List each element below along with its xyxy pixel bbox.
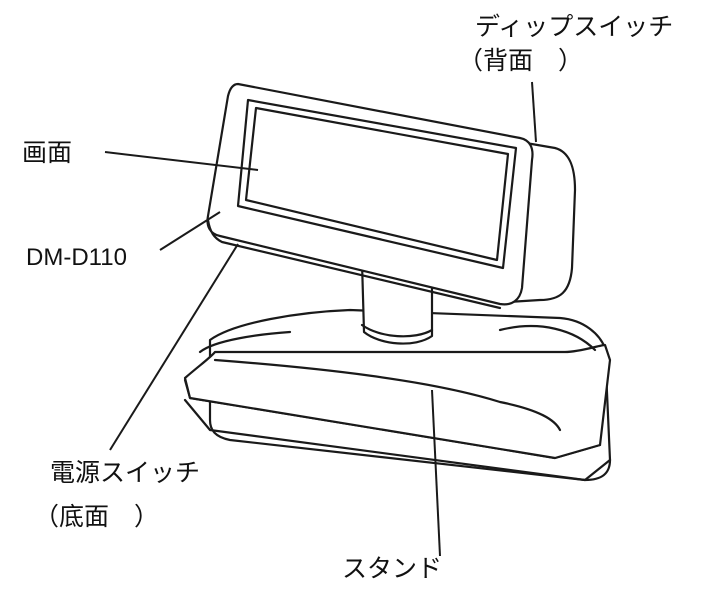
display-housing-bottom xyxy=(206,218,502,310)
stand-plinth xyxy=(183,343,612,460)
label-stand: スタンド xyxy=(342,554,443,583)
leader-power-switch xyxy=(109,243,239,451)
leader-model xyxy=(159,211,221,251)
label-dip-switch: ディップスイッチ xyxy=(475,12,674,41)
label-power-switch: 電源スイッチ xyxy=(50,458,201,487)
label-power-switch-location: （底面 ） xyxy=(34,502,160,531)
stand-pole-curve xyxy=(360,323,434,338)
stand-top-curve xyxy=(198,330,292,354)
leader-screen xyxy=(104,151,259,171)
leader-dip-switch xyxy=(531,81,537,143)
label-screen: 画面 xyxy=(22,138,73,167)
stand-right-hump xyxy=(498,324,597,352)
stand-top-curve-2 xyxy=(213,358,562,432)
screen-bezel xyxy=(236,98,518,270)
leader-stand xyxy=(431,389,441,557)
stand-base-bottom xyxy=(183,398,612,482)
label-dip-switch-location: （背面 ） xyxy=(458,46,584,75)
label-model: DM-D110 xyxy=(26,244,127,271)
